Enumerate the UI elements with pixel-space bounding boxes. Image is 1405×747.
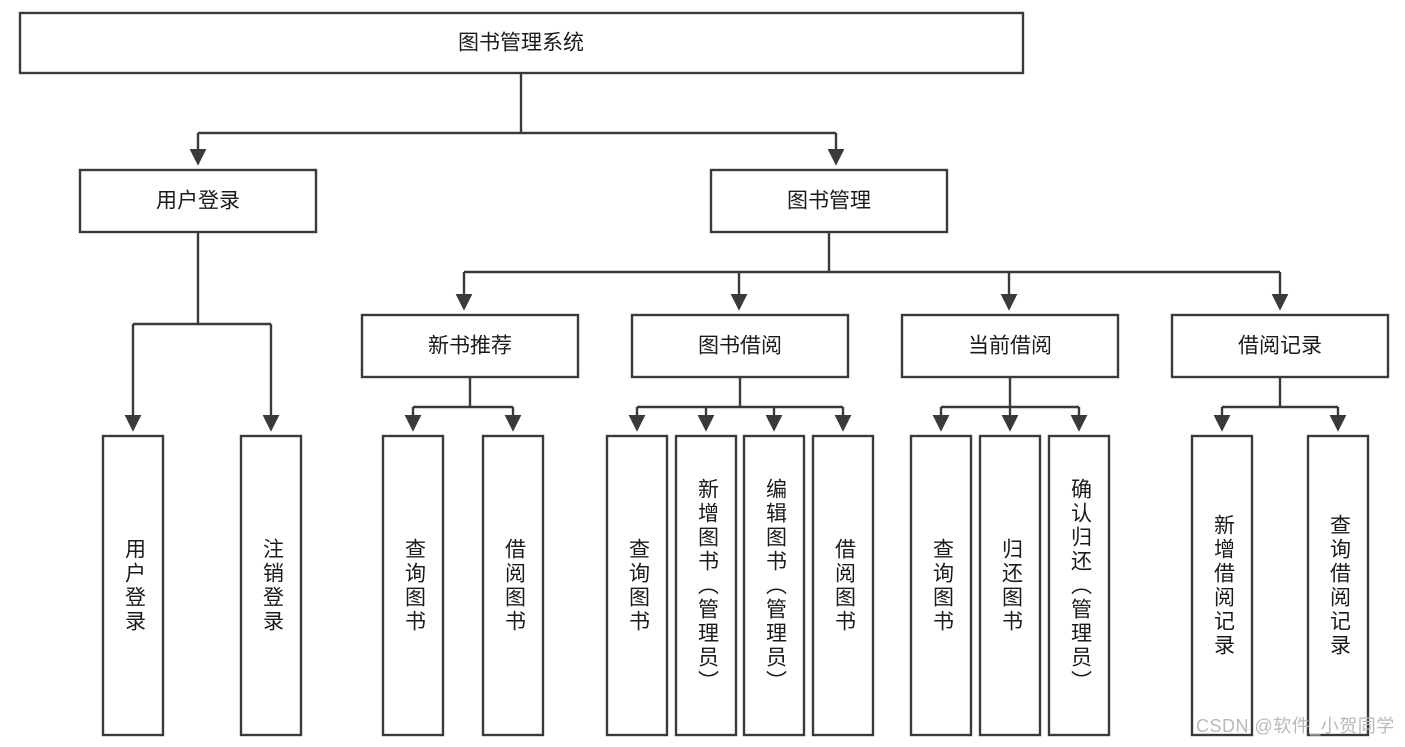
edge-book-manage-branch xyxy=(464,233,1280,274)
leaf-user-login-label: 用户登录 xyxy=(122,538,146,634)
node-book-manage-label: 图书管理 xyxy=(787,190,871,213)
edge-book-borrow-branch xyxy=(637,378,843,409)
leaf-br-add-record-label: 新增借阅记录 xyxy=(1211,514,1235,658)
leaf-br-query-record-label: 查询借阅记录 xyxy=(1327,514,1351,658)
csdn-watermark: CSDN @软件_小贺同学 xyxy=(1196,716,1395,736)
leaf-bb-query-book[interactable]: 查询图书 xyxy=(605,434,669,737)
leaf-bb-query-book-label: 查询图书 xyxy=(626,538,650,634)
edge-current-borrow-branch xyxy=(941,378,1079,409)
node-book-manage[interactable]: 图书管理 xyxy=(709,168,949,234)
leaf-cb-confirm-return[interactable]: 确认归还（管理员） xyxy=(1047,434,1111,737)
node-current-borrow[interactable]: 当前借阅 xyxy=(900,313,1120,379)
leaf-user-login[interactable]: 用户登录 xyxy=(101,434,165,737)
node-borrow-record[interactable]: 借阅记录 xyxy=(1170,313,1390,379)
edge-user-login-branch xyxy=(133,233,271,326)
edge-new-book-branch xyxy=(413,378,513,409)
node-root-label: 图书管理系统 xyxy=(458,32,584,55)
leaf-nb-query-book-label: 查询图书 xyxy=(402,538,426,634)
leaf-bb-borrow-book-label: 借阅图书 xyxy=(832,538,856,634)
leaf-br-add-record[interactable]: 新增借阅记录 xyxy=(1190,434,1254,737)
leaf-bb-edit-book[interactable]: 编辑图书（管理员） xyxy=(742,434,806,737)
edge-root-trunk xyxy=(198,73,836,135)
leaf-bb-add-book-label: 新增图书（管理员） xyxy=(695,478,719,694)
leaf-cb-return-book-label: 归还图书 xyxy=(999,538,1023,634)
leaf-nb-query-book[interactable]: 查询图书 xyxy=(381,434,445,737)
node-new-book-recommend[interactable]: 新书推荐 xyxy=(360,313,580,379)
node-new-book-recommend-label: 新书推荐 xyxy=(428,335,512,358)
node-root[interactable]: 图书管理系统 xyxy=(18,11,1025,75)
node-user-login[interactable]: 用户登录 xyxy=(78,168,318,234)
leaf-user-logout[interactable]: 注销登录 xyxy=(239,434,303,737)
leaf-cb-confirm-return-label: 确认归还（管理员） xyxy=(1068,478,1092,694)
node-user-login-label: 用户登录 xyxy=(156,190,240,213)
leaf-br-query-record[interactable]: 查询借阅记录 xyxy=(1306,434,1370,737)
leaf-cb-return-book[interactable]: 归还图书 xyxy=(978,434,1042,737)
node-book-borrow-label: 图书借阅 xyxy=(698,335,782,358)
leaf-nb-borrow-book[interactable]: 借阅图书 xyxy=(481,434,545,737)
leaf-cb-query-book-label: 查询图书 xyxy=(930,538,954,634)
leaf-cb-query-book[interactable]: 查询图书 xyxy=(909,434,973,737)
leaf-nb-borrow-book-label: 借阅图书 xyxy=(502,538,526,634)
leaf-bb-add-book[interactable]: 新增图书（管理员） xyxy=(674,434,738,737)
node-borrow-record-label: 借阅记录 xyxy=(1238,335,1322,358)
node-current-borrow-label: 当前借阅 xyxy=(968,335,1052,358)
edge-borrow-record-branch xyxy=(1222,378,1338,409)
leaf-user-logout-label: 注销登录 xyxy=(260,538,284,634)
leaf-bb-edit-book-label: 编辑图书（管理员） xyxy=(763,478,787,694)
leaf-bb-borrow-book[interactable]: 借阅图书 xyxy=(811,434,875,737)
node-book-borrow[interactable]: 图书借阅 xyxy=(630,313,850,379)
